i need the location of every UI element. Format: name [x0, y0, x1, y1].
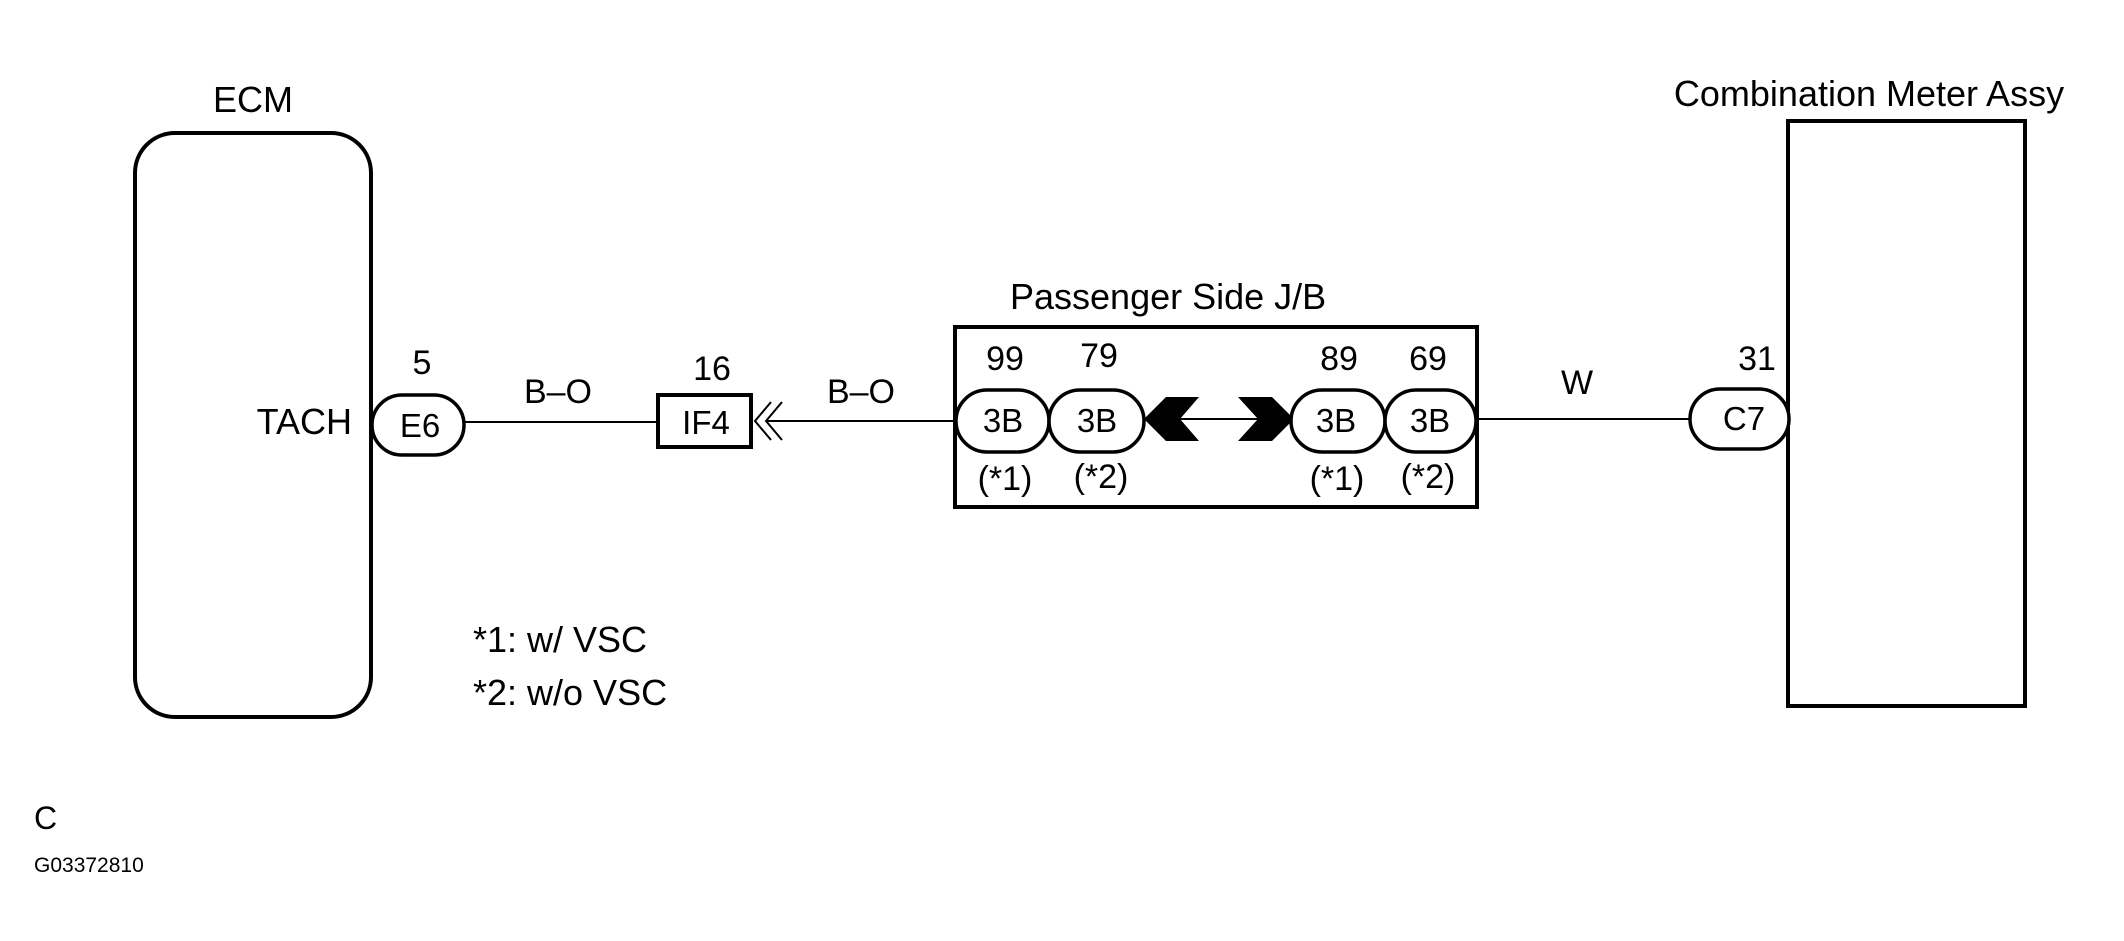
if4-connector-pin: 16: [693, 350, 731, 388]
if4-connector-code: IF4: [682, 404, 730, 441]
jb-title: Passenger Side J/B: [1010, 276, 1326, 317]
meter-connector-c7: [1688, 387, 1791, 451]
note-2: *2: w/o VSC: [473, 672, 667, 713]
jb-left-note-2: (*2): [1074, 458, 1129, 496]
ecm-title: ECM: [213, 79, 293, 120]
ecm-connector-pin: 5: [413, 344, 432, 382]
jb-right-arrowhead-icon: [1238, 397, 1294, 441]
jb-connector-3b-79: [1047, 388, 1146, 454]
jb-left-arrowhead-icon: [1144, 397, 1199, 441]
jb-right-code-2: 3B: [1410, 402, 1450, 439]
ecm-tach-label: TACH: [257, 401, 352, 442]
jb-left-code-1: 3B: [983, 402, 1023, 439]
if4-connector: [656, 393, 753, 449]
meter-title: Combination Meter Assy: [1674, 73, 2064, 114]
wire-color-ecm-to-if4: B–O: [524, 373, 592, 411]
jb-right-pin-1: 89: [1320, 340, 1358, 378]
note-1: *1: w/ VSC: [473, 619, 647, 660]
jb-left-pin-1: 99: [986, 340, 1024, 378]
jb-left-note-1: (*1): [978, 460, 1033, 498]
jb-left-code-2: 3B: [1077, 402, 1117, 439]
wire-color-jb-to-meter: W: [1561, 364, 1593, 402]
figure-code: G03372810: [34, 854, 144, 877]
corner-letter: C: [34, 800, 57, 836]
jb-right-note-1: (*1): [1310, 460, 1365, 498]
meter-box: [1786, 119, 2027, 708]
meter-connector-code: C7: [1723, 400, 1765, 437]
jb-left-pin-2: 79: [1080, 337, 1118, 375]
ecm-connector-code: E6: [400, 407, 440, 444]
jb-right-pin-2: 69: [1409, 340, 1447, 378]
jb-connector-3b-69: [1383, 388, 1478, 454]
ecm-connector-e6: [370, 393, 466, 457]
meter-connector-pin: 31: [1738, 340, 1776, 378]
jb-right-code-1: 3B: [1316, 402, 1356, 439]
wire-color-if4-to-jb: B–O: [827, 373, 895, 411]
jb-right-note-2: (*2): [1401, 458, 1456, 496]
